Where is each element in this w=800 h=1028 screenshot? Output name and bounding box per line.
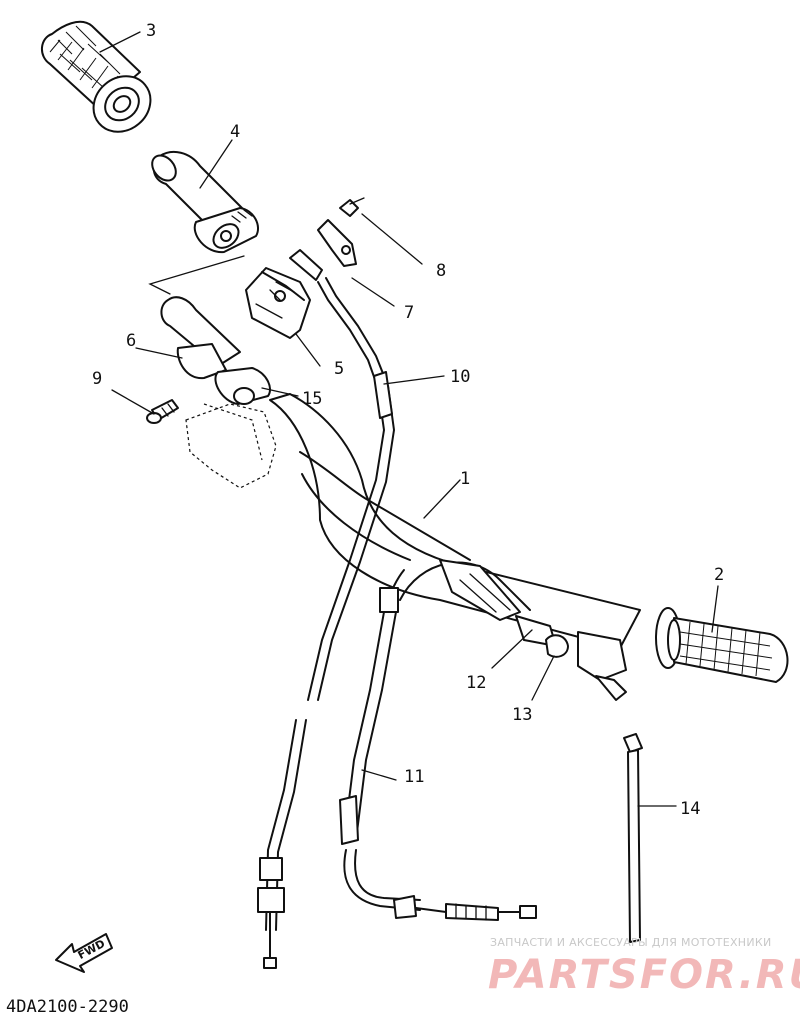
cable-tie-part xyxy=(623,733,643,943)
clutch-cable-part xyxy=(339,561,537,921)
watermark-brand: PARTSFOR.RU xyxy=(488,952,800,998)
handlebar-part xyxy=(269,393,641,649)
right-grip-part xyxy=(655,607,789,683)
callout-8: 8 xyxy=(436,261,446,281)
throttle-tube-part xyxy=(151,150,259,254)
callout-9: 9 xyxy=(92,369,102,389)
callout-6: 6 xyxy=(126,331,136,351)
housing-screw-part xyxy=(146,399,179,424)
callout-12: 12 xyxy=(466,673,486,693)
callouts: 3 4 8 7 5 6 9 10 15 1 2 12 13 11 14 xyxy=(92,21,724,819)
clutch-perch-part xyxy=(439,559,627,701)
callout-5: 5 xyxy=(334,359,344,379)
callout-1: 1 xyxy=(460,469,470,489)
callout-13: 13 xyxy=(512,705,532,725)
throttle-housing-cap-part xyxy=(245,267,311,339)
callout-11: 11 xyxy=(404,767,424,787)
callout-7: 7 xyxy=(404,303,414,323)
callout-3: 3 xyxy=(146,21,156,41)
leader-line-4-to-5 xyxy=(148,255,245,295)
leader-lines xyxy=(99,31,719,807)
part-code: 4DA2100-2290 xyxy=(6,997,129,1017)
callout-4: 4 xyxy=(230,122,240,142)
cable-adjuster-part xyxy=(289,219,357,281)
throttle-housing-part xyxy=(160,296,277,489)
watermark-tagline: ЗАПЧАСТИ И АКСЕССУАРЫ ДЛЯ МОТОТЕХНИКИ xyxy=(490,936,772,949)
fwd-arrow-icon: FWD xyxy=(55,933,113,973)
callout-15: 15 xyxy=(302,389,322,409)
left-grip-part xyxy=(41,20,152,133)
callout-10: 10 xyxy=(450,367,470,387)
adjuster-screw-part xyxy=(339,197,365,217)
callout-14: 14 xyxy=(680,799,700,819)
throttle-cable-part xyxy=(257,277,395,969)
watermark: ЗАПЧАСТИ И АКСЕССУАРЫ ДЛЯ МОТОТЕХНИКИ PA… xyxy=(488,936,800,998)
callout-2: 2 xyxy=(714,565,724,585)
